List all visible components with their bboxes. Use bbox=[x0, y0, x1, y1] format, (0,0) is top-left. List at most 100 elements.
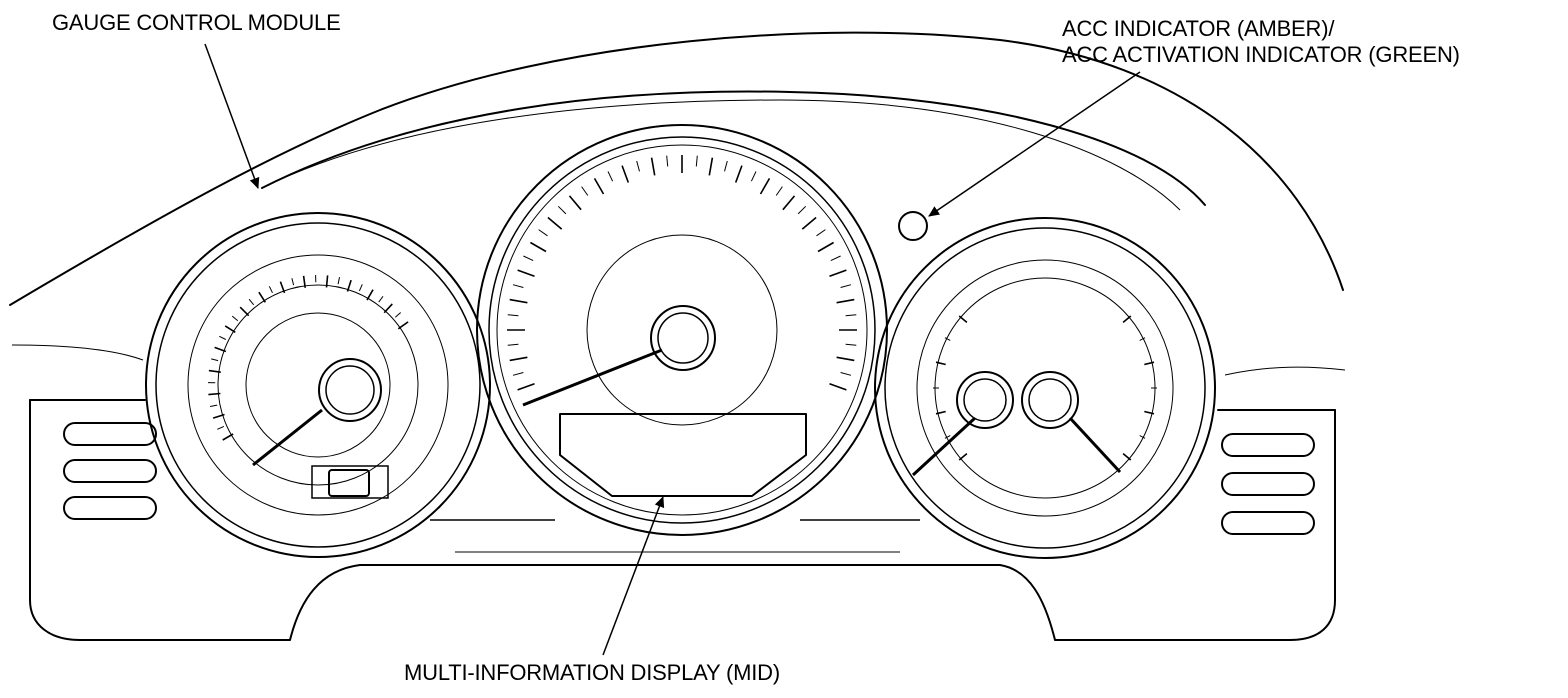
right-gauge-tick bbox=[958, 452, 968, 461]
left-gauge-tick bbox=[248, 298, 255, 306]
left-switch-2 bbox=[63, 459, 157, 483]
right-gauge-tick bbox=[1139, 337, 1146, 341]
left-gauge-ticks bbox=[207, 274, 409, 441]
multi-information-display-label: MULTI-INFORMATION DISPLAY (MID) bbox=[404, 660, 780, 685]
left-gauge-tick bbox=[208, 369, 221, 373]
right-gauge-tick bbox=[935, 361, 946, 366]
left-gauge-tick bbox=[394, 312, 402, 318]
center-gauge-tick bbox=[538, 229, 548, 237]
center-gauge-tick bbox=[775, 186, 783, 196]
center-gauge-tick bbox=[759, 178, 771, 195]
acc-indicator-label-line-2: ACC ACTIVATION INDICATOR (GREEN) bbox=[1062, 42, 1460, 67]
left-gauge-tick bbox=[291, 278, 295, 286]
left-gauge-tick bbox=[214, 346, 227, 353]
right-gauge-tick bbox=[935, 410, 946, 415]
right-gauge bbox=[874, 211, 1216, 559]
center-gauge-tick bbox=[724, 160, 728, 172]
left-switch-3 bbox=[63, 496, 157, 520]
center-gauge-tick bbox=[836, 356, 855, 362]
center-gauge-tick bbox=[829, 382, 847, 391]
right-gauge-tick bbox=[1122, 315, 1132, 324]
multi-information-display-leader bbox=[602, 496, 665, 656]
left-gauge-tick bbox=[325, 275, 329, 288]
left-gauge-tick bbox=[224, 325, 236, 333]
right-gauge-needle-left bbox=[911, 416, 977, 477]
right-gauge-ticks bbox=[933, 315, 1157, 461]
acc-indicator-leader bbox=[928, 71, 1141, 217]
left-gauge-tick bbox=[239, 306, 250, 317]
left-gauge-tick bbox=[268, 286, 273, 294]
gauge-control-module-leader bbox=[204, 43, 260, 189]
left-gauge-tick bbox=[210, 404, 218, 407]
center-gauge-ticks bbox=[507, 155, 857, 391]
center-gauge-tick bbox=[816, 229, 826, 237]
right-switch-1 bbox=[1221, 433, 1315, 457]
center-gauge-needle bbox=[522, 348, 663, 407]
center-gauge-tick bbox=[695, 155, 698, 167]
center-gauge-tick bbox=[650, 157, 656, 176]
center-gauge-tick bbox=[507, 314, 519, 317]
right-gauge-tick bbox=[1122, 452, 1132, 461]
center-gauge-tick bbox=[517, 269, 535, 278]
left-gauge-tick bbox=[258, 291, 266, 303]
left-gauge-tick bbox=[397, 321, 409, 330]
center-gauge-tick bbox=[845, 343, 857, 346]
center-gauge-tick bbox=[836, 298, 855, 304]
center-gauge-tick bbox=[840, 284, 852, 288]
right-gauge-tick bbox=[944, 435, 951, 439]
center-gauge-tick bbox=[593, 178, 605, 195]
center-gauge-tick bbox=[621, 165, 630, 183]
left-gauge-tick bbox=[346, 279, 352, 292]
right-gauge-tick bbox=[944, 337, 951, 341]
center-gauge-tick bbox=[801, 216, 817, 230]
left-gauge-needle bbox=[252, 408, 323, 467]
center-gauge-tick bbox=[636, 160, 640, 172]
center-gauge-tick bbox=[512, 284, 524, 288]
center-gauge-tick bbox=[750, 171, 757, 182]
left-gauge bbox=[145, 212, 491, 558]
left-gauge-tick bbox=[219, 335, 227, 340]
right-switch-3 bbox=[1221, 511, 1315, 535]
center-gauge-tick bbox=[509, 298, 528, 304]
center-gauge-tick bbox=[845, 314, 857, 317]
center-gauge-tick bbox=[507, 343, 519, 346]
center-gauge bbox=[476, 124, 888, 536]
right-switch-2 bbox=[1221, 472, 1315, 496]
left-gauge-tick bbox=[358, 284, 363, 292]
left-gauge-tick bbox=[222, 433, 234, 441]
center-gauge-tick bbox=[568, 195, 582, 211]
right-gauge-tick bbox=[958, 315, 968, 324]
center-gauge-tick bbox=[830, 255, 841, 262]
left-gauge-window bbox=[311, 465, 389, 499]
left-switch-1 bbox=[63, 422, 157, 446]
left-gauge-tick bbox=[337, 277, 340, 285]
center-gauge-tick bbox=[517, 382, 535, 391]
center-gauge-tick bbox=[782, 195, 796, 211]
center-gauge-tick bbox=[523, 255, 534, 262]
left-gauge-tick bbox=[231, 315, 239, 322]
acc-indicator-lamp bbox=[898, 211, 928, 241]
left-gauge-tick bbox=[383, 303, 393, 314]
center-gauge-tick bbox=[581, 186, 589, 196]
center-gauge-tick bbox=[734, 165, 743, 183]
left-gauge-tick bbox=[211, 358, 219, 362]
cluster-housing bbox=[9, 31, 1346, 641]
center-gauge-tick bbox=[840, 372, 852, 376]
left-switch-group bbox=[63, 422, 157, 520]
center-gauge-tick bbox=[708, 157, 714, 176]
center-gauge-tick bbox=[797, 205, 807, 215]
center-gauge-tick bbox=[547, 216, 563, 230]
multi-information-display bbox=[559, 413, 807, 497]
left-gauge-tick bbox=[378, 296, 384, 303]
center-gauge-tick bbox=[509, 356, 528, 362]
center-gauge-tick bbox=[829, 269, 847, 278]
right-gauge-tick bbox=[1139, 435, 1146, 439]
left-gauge-tick bbox=[366, 289, 374, 301]
left-gauge-tick bbox=[212, 413, 225, 419]
right-switch-group bbox=[1221, 433, 1315, 535]
right-gauge-tick bbox=[1144, 361, 1155, 366]
left-gauge-tick bbox=[279, 281, 286, 294]
center-gauge-tick bbox=[530, 241, 547, 253]
right-gauge-tick bbox=[1144, 410, 1155, 415]
